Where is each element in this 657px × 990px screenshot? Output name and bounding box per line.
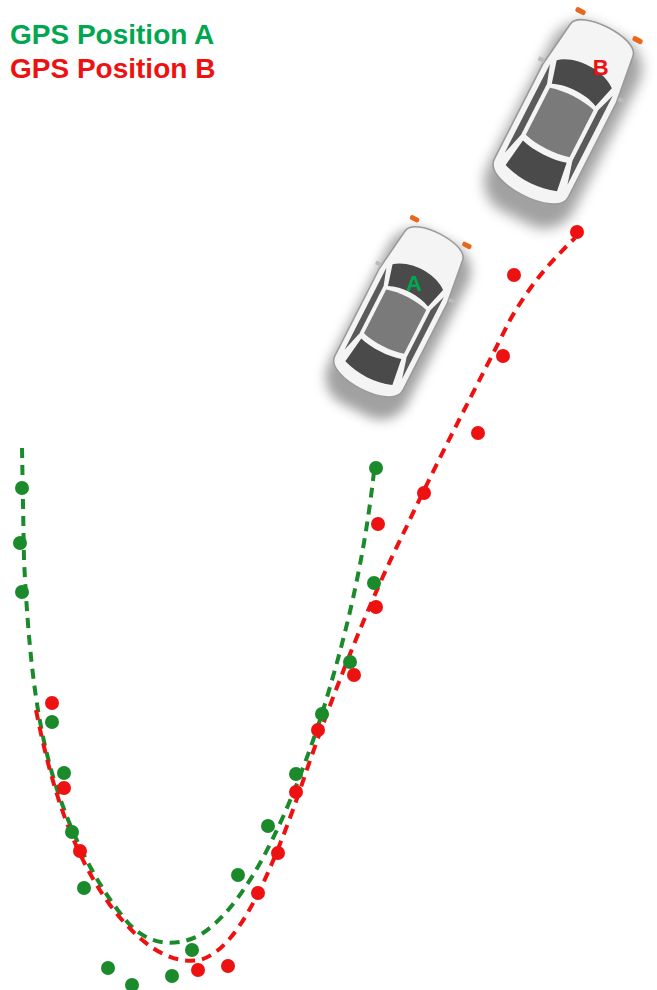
car-illustration: [316, 205, 483, 420]
car-label: A: [406, 272, 422, 296]
legend-text: GPS Position B: [10, 53, 215, 84]
gps-dots-b: [45, 225, 584, 977]
trajectory-b: [36, 238, 575, 961]
car-label: B: [592, 56, 608, 80]
legend-entry: GPS Position B: [10, 52, 215, 86]
car-illustration: [474, 0, 656, 228]
car: B: [474, 0, 656, 228]
legend: GPS Position AGPS Position B: [10, 18, 215, 86]
legend-text: GPS Position A: [10, 19, 214, 50]
legend-entry: GPS Position A: [10, 18, 215, 52]
gps-dots-a: [13, 461, 383, 990]
car: A: [316, 205, 483, 420]
trajectory-a: [22, 448, 375, 943]
